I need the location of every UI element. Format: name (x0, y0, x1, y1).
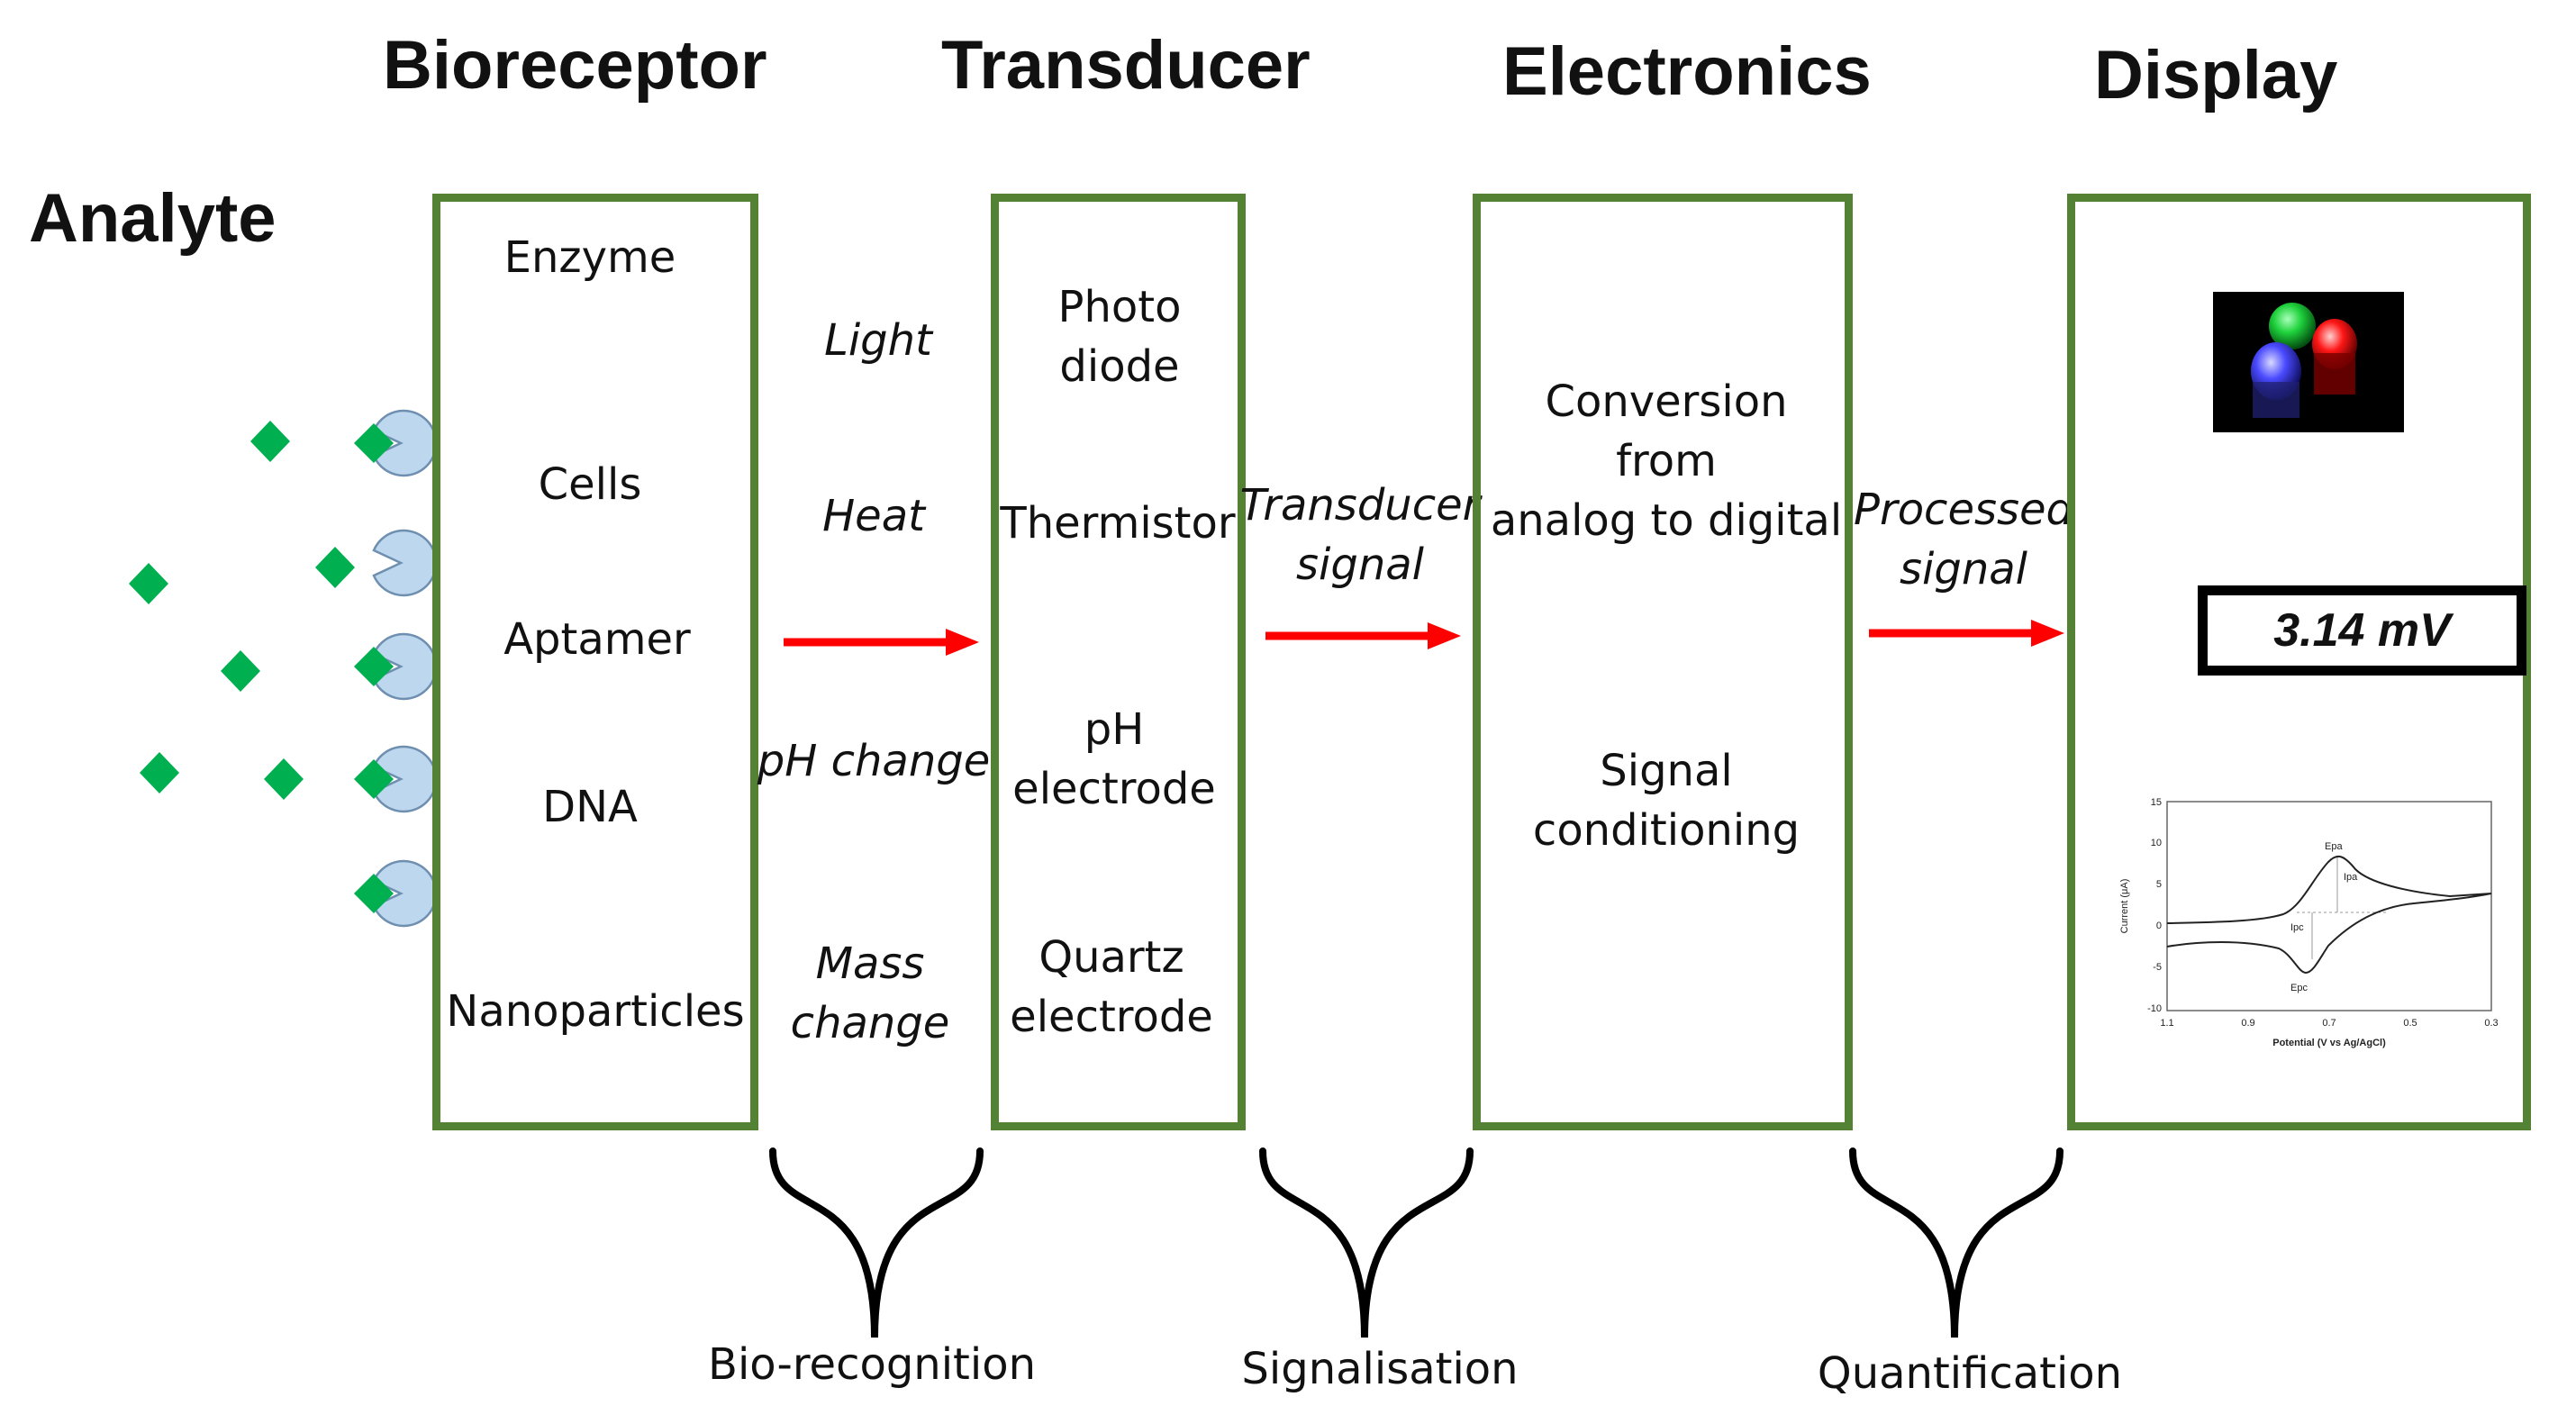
plot-xtick: 0.3 (2484, 1018, 2498, 1029)
plot-annotation-ipc: Ipc (2290, 922, 2304, 933)
analyte-heading: Analyte (29, 180, 277, 257)
stage-label-bio-recognition: Bio-recognition (708, 1339, 1036, 1390)
bio-signal-label: Mass change (790, 939, 950, 1049)
voltammogram-curve (2166, 855, 2492, 975)
plot-xtick: 0.9 (2241, 1018, 2254, 1029)
display-box (2067, 194, 2531, 1130)
transducer-item: Photo diode (1057, 282, 1182, 393)
analyte-diamond (315, 547, 355, 588)
transducer-heading: Transducer (941, 27, 1311, 104)
display-heading: Display (2094, 37, 2338, 113)
bioreceptor-item: DNA (542, 782, 638, 832)
plot-ytick: 5 (2156, 879, 2162, 890)
bioreceptor-item: Nanoparticles (446, 986, 745, 1037)
plot-annotation-epc: Epc (2290, 983, 2308, 993)
plot-annotation-ipa: Ipa (2344, 872, 2358, 883)
electronics-heading: Electronics (1502, 33, 1872, 110)
plot-annotation-epa: Epa (2325, 841, 2343, 852)
electronics-box (1473, 194, 1853, 1130)
plot-ytick: 10 (2151, 838, 2162, 848)
analyte-diamond (140, 752, 179, 794)
electronics-item: Signal conditioning (1532, 746, 1800, 857)
plot-ytick: 0 (2156, 921, 2162, 931)
bioreceptor-item: Enzyme (503, 232, 676, 283)
stage-label-quantification: Quantification (1817, 1348, 2123, 1399)
analyte-diamond (221, 650, 260, 692)
bound-analyte-diamond (354, 874, 394, 913)
processed-signal-label: Processed signal (1854, 485, 2073, 595)
plot-ytick: 15 (2151, 797, 2162, 808)
plot-xtick: 1.1 (2160, 1018, 2173, 1029)
bio-signal-label: pH change (757, 736, 991, 786)
plot-xtick: 0.7 (2322, 1018, 2336, 1029)
bound-analytes (354, 423, 394, 913)
stage-label-signalisation: Signalisation (1241, 1344, 1519, 1394)
transducer-item: pH electrode (1012, 704, 1216, 815)
brace-signalisation (1259, 1147, 1474, 1338)
transducer-box (991, 194, 1246, 1130)
receptor-shape (372, 529, 438, 597)
plot-ytick: -5 (2153, 962, 2162, 973)
bound-analyte-diamond (354, 759, 394, 799)
analyte-receptor-layer (129, 409, 438, 928)
led-lights-image (2213, 292, 2404, 432)
voltammogram-plot: Current (μA) 15 10 5 0 -5 -10 1.1 0.9 0.… (2119, 797, 2499, 1048)
analyte-molecules (129, 421, 355, 800)
analyte-diamond (264, 758, 304, 800)
green-led (2269, 303, 2316, 349)
transducer-item: Quartz electrode (1010, 932, 1213, 1043)
transducer-signal-label: Transducer signal (1239, 480, 1481, 591)
electronics-item: Conversion from analog to digital (1490, 376, 1843, 547)
bioreceptor-item: Cells (538, 459, 642, 510)
arrow-transducer-to-electronics (1265, 622, 1461, 649)
brace-quantification (1849, 1147, 2064, 1338)
plot-ylabel: Current (μA) (2119, 879, 2130, 934)
transducer-item: Thermistor (1000, 498, 1236, 549)
analyte-diamond (129, 563, 168, 604)
analyte-diamond (250, 421, 290, 462)
bio-signal-label: Heat (822, 491, 925, 541)
bioreceptor-heading: Bioreceptor (383, 27, 767, 104)
bound-analyte-diamond (354, 647, 394, 686)
bioreceptor-box (432, 194, 758, 1130)
bound-analyte-diamond (354, 423, 394, 463)
plot-ytick: -10 (2147, 1003, 2162, 1014)
bioreceptor-item: Aptamer (503, 614, 691, 665)
plot-xtick: 0.5 (2403, 1018, 2417, 1029)
arrow-electronics-to-display (1869, 620, 2064, 647)
plot-xlabel: Potential (V vs Ag/AgCl) (2272, 1038, 2386, 1048)
bio-signal-label: Light (824, 315, 932, 366)
bioreceptors (372, 409, 438, 928)
brace-bio-recognition (769, 1147, 984, 1338)
arrow-bio-to-transducer (784, 629, 979, 656)
digital-readout: 3.14 mV (2198, 585, 2526, 676)
